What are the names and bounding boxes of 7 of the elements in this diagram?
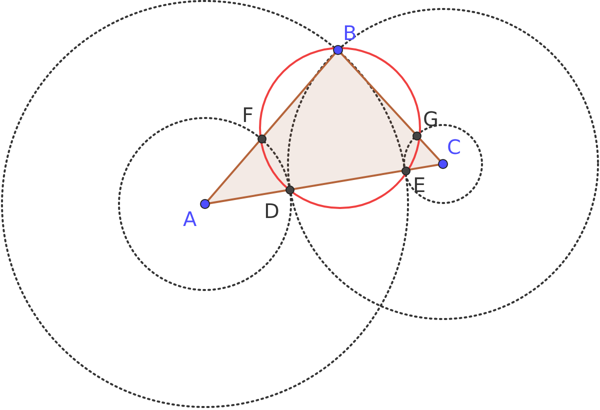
point-label: G <box>423 109 438 129</box>
point-label: C <box>447 137 461 157</box>
point-label: F <box>242 105 254 125</box>
point-label: B <box>343 23 357 43</box>
point-label: D <box>264 201 280 221</box>
point-label: A <box>183 209 197 229</box>
point-label: E <box>413 175 426 195</box>
